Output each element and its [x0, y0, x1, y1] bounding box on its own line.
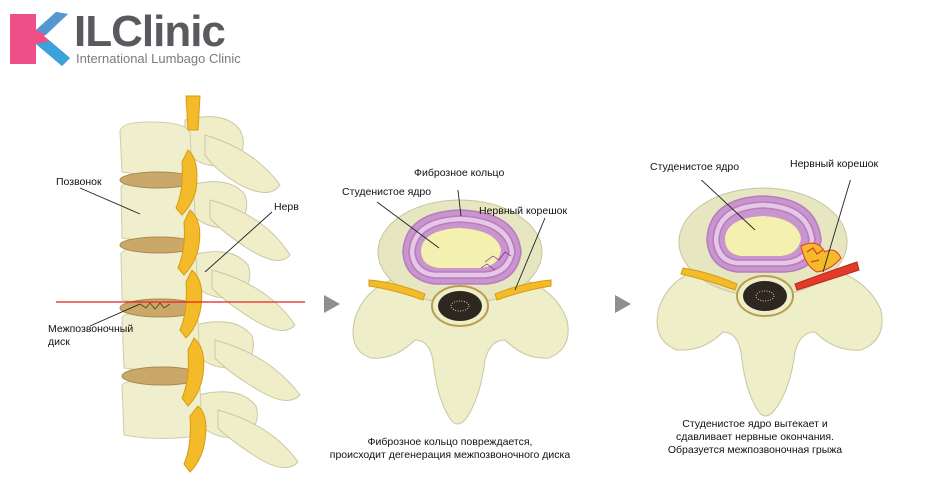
logo-brand: ILClinic	[74, 7, 226, 56]
arrow-right-icon	[615, 295, 631, 313]
label-annulus: Фиброзное кольцо	[414, 167, 505, 179]
logo-tagline: International Lumbago Clinic	[76, 51, 241, 66]
caption-herniation-line1: Студенистое ядро вытекает и	[682, 418, 828, 430]
label-nucleus-2: Студенистое ядро	[342, 186, 432, 198]
arrow-right-icon	[324, 295, 340, 313]
label-nucleus-3: Студенистое ядро	[650, 161, 740, 173]
caption-herniation-line3: Образуется межпозвоночная грыжа	[667, 444, 843, 456]
caption-degeneration-line2: происходит дегенерация межпозвоночного д…	[329, 449, 571, 461]
caption-degeneration-line1: Фиброзное кольцо повреждается,	[367, 436, 533, 448]
label-nerve: Нерв	[274, 201, 299, 213]
label-nerve-root-2: Нервный корешок	[479, 205, 568, 217]
caption-herniation-line2: сдавливает нервные окончания.	[676, 431, 834, 443]
caption-degeneration: Фиброзное кольцо повреждается, происходи…	[315, 436, 585, 462]
label-disc-line2: диск	[48, 336, 70, 348]
spine-illustration	[56, 95, 305, 473]
logo-mark-icon	[10, 12, 70, 66]
label-nerve-root-3: Нервный корешок	[790, 158, 879, 170]
label-vertebra: Позвонок	[56, 176, 102, 188]
disc-herniation-illustration	[656, 180, 883, 417]
caption-herniation: Студенистое ядро вытекает и сдавливает н…	[650, 418, 860, 457]
disc-degeneration-illustration	[352, 190, 569, 425]
label-disc-line1: Межпозвоночный	[48, 323, 134, 335]
